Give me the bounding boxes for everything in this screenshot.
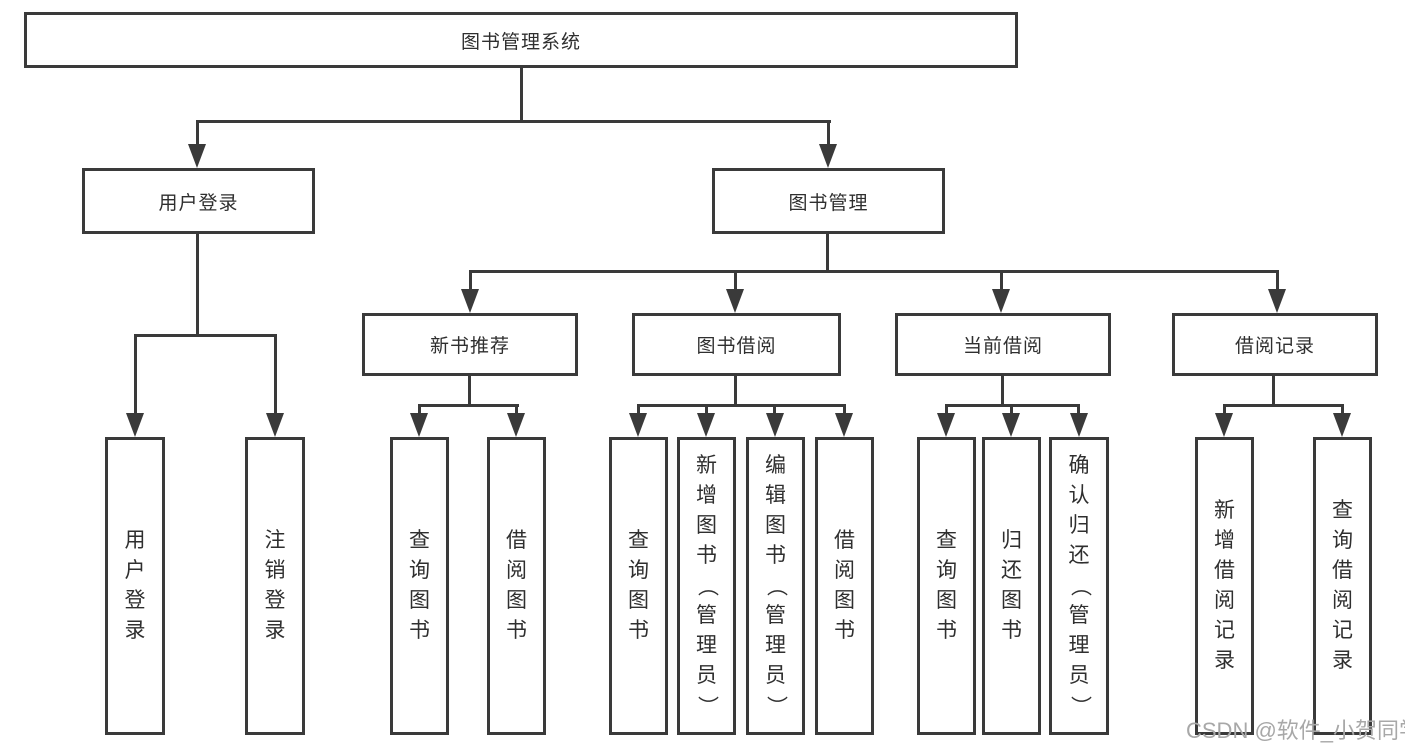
connector-arrowhead (1268, 289, 1286, 313)
connector-arrowhead (937, 413, 955, 437)
connector-line (1223, 404, 1226, 416)
connector-arrowhead (726, 289, 744, 313)
connector-line (1276, 270, 1279, 292)
node-book-management: 图书管理 (712, 168, 945, 234)
leaf-add-borrow-record: 新增借阅记录 (1195, 437, 1254, 735)
watermark: CSDN @软件_小贺同学 (1186, 718, 1405, 743)
leaf-logout: 注销登录 (245, 437, 305, 735)
connector-line (705, 404, 708, 416)
connector-arrowhead (992, 289, 1010, 313)
connector-arrowhead (507, 413, 525, 437)
connector-arrowhead (629, 413, 647, 437)
connector-line (1341, 404, 1344, 416)
leaf-confirm-return-admin: 确认归还（管理员） (1049, 437, 1109, 735)
connector-line (274, 334, 277, 416)
connector-line (196, 231, 199, 337)
connector-arrowhead (266, 413, 284, 437)
connector-line (734, 270, 737, 292)
connector-line (637, 404, 640, 416)
connector-line (468, 373, 471, 407)
connector-line (945, 404, 948, 416)
connector-arrowhead (461, 289, 479, 313)
connector-line (515, 404, 518, 416)
leaf-borrow-books: 借阅图书 (815, 437, 874, 735)
connector-arrowhead (1215, 413, 1233, 437)
leaf-query-books-current: 查询图书 (917, 437, 976, 735)
connector-arrowhead (126, 413, 144, 437)
connector-line (418, 404, 421, 416)
leaf-user-login: 用户登录 (105, 437, 165, 735)
connector-line (1077, 404, 1080, 416)
connector-arrowhead (410, 413, 428, 437)
leaf-query-books-borrowing: 查询图书 (609, 437, 668, 735)
connector-line (1001, 373, 1004, 407)
connector-arrowhead (819, 144, 837, 168)
connector-line (1010, 404, 1013, 416)
connector-arrowhead (835, 413, 853, 437)
node-new-book-recommend: 新书推荐 (362, 313, 578, 376)
connector-arrowhead (697, 413, 715, 437)
node-root: 图书管理系统 (24, 12, 1018, 68)
connector-arrowhead (1070, 413, 1088, 437)
leaf-return-book: 归还图书 (982, 437, 1041, 735)
node-borrowing-records: 借阅记录 (1172, 313, 1378, 376)
connector-arrowhead (188, 144, 206, 168)
connector-arrowhead (1002, 413, 1020, 437)
node-book-borrowing: 图书借阅 (632, 313, 841, 376)
connector-line (637, 404, 846, 407)
node-user-login: 用户登录 (82, 168, 315, 234)
connector-line (827, 120, 830, 148)
node-current-borrowing: 当前借阅 (895, 313, 1111, 376)
connector-line (134, 334, 277, 337)
connector-line (1000, 270, 1003, 292)
connector-line (418, 404, 519, 407)
connector-line (196, 120, 831, 123)
connector-line (773, 404, 776, 416)
connector-line (469, 270, 1279, 273)
connector-arrowhead (766, 413, 784, 437)
leaf-borrow-books-recommend: 借阅图书 (487, 437, 546, 735)
connector-line (469, 270, 472, 292)
connector-line (843, 404, 846, 416)
connector-line (734, 373, 737, 407)
connector-line (134, 334, 137, 416)
leaf-add-book-admin: 新增图书（管理员） (677, 437, 736, 735)
connector-line (196, 120, 199, 148)
leaf-edit-book-admin: 编辑图书（管理员） (746, 437, 805, 735)
connector-line (1272, 373, 1275, 407)
leaf-query-books-recommend: 查询图书 (390, 437, 449, 735)
connector-arrowhead (1333, 413, 1351, 437)
connector-line (1223, 404, 1344, 407)
connector-line (826, 231, 829, 273)
connector-line (520, 66, 523, 123)
leaf-query-borrow-record: 查询借阅记录 (1313, 437, 1372, 735)
